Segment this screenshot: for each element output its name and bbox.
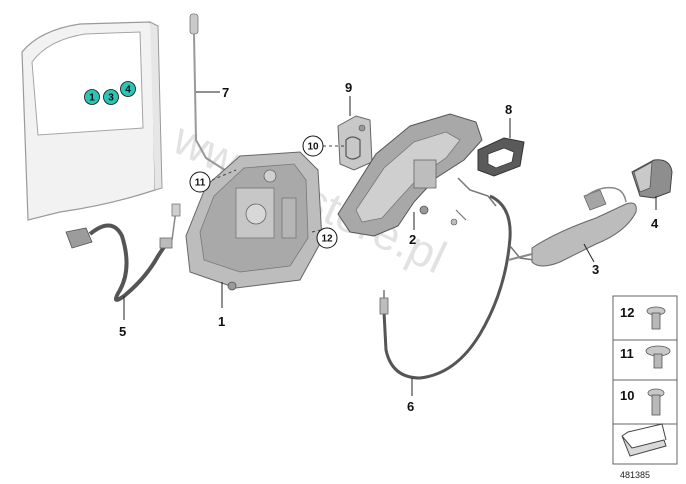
part-1-door-lock: [185, 151, 323, 308]
callout-8: 8: [505, 102, 512, 117]
door-badge-1: 1: [84, 89, 100, 105]
svg-text:10: 10: [307, 142, 319, 153]
circle-callout-12: 12: [316, 227, 338, 249]
screw-panel: [612, 295, 678, 465]
svg-text:1: 1: [89, 93, 95, 104]
callout-1: 1: [218, 314, 225, 329]
svg-text:12: 12: [321, 234, 333, 245]
callout-5: 5: [119, 324, 126, 339]
svg-text:4: 4: [125, 85, 131, 96]
reference-number: 481385: [620, 470, 650, 480]
part-2-handle-carrier: [337, 113, 497, 237]
panel-label-10: 10: [620, 388, 634, 403]
door-badge-3: 3: [103, 89, 119, 105]
circle-callout-11: 11: [189, 171, 211, 193]
callout-3: 3: [592, 262, 599, 277]
svg-text:3: 3: [108, 93, 114, 104]
part-8-handle-gasket: [477, 118, 525, 177]
screw-10-icon: [647, 388, 665, 416]
door-overview: [21, 21, 163, 221]
screw-12-icon: [646, 306, 666, 330]
circle-callout-10: 10: [302, 135, 324, 157]
svg-text:11: 11: [195, 178, 206, 189]
panel-label-12: 12: [620, 305, 634, 320]
screw-11-icon: [645, 345, 671, 369]
part-5-cable: [65, 203, 181, 320]
door-badge-4: 4: [120, 81, 136, 97]
callout-9: 9: [345, 80, 352, 95]
callout-2: 2: [409, 232, 416, 247]
part-3-outer-door-handle: [507, 186, 637, 267]
callout-4: 4: [651, 216, 659, 231]
part-4-handle-cap: [631, 159, 673, 210]
callout-6: 6: [407, 399, 414, 414]
arrow-icon: [621, 423, 667, 457]
part-9-striker: [337, 96, 373, 171]
panel-label-11: 11: [620, 346, 634, 361]
callout-7: 7: [222, 85, 229, 100]
part-7-lock-rod: [189, 13, 229, 173]
